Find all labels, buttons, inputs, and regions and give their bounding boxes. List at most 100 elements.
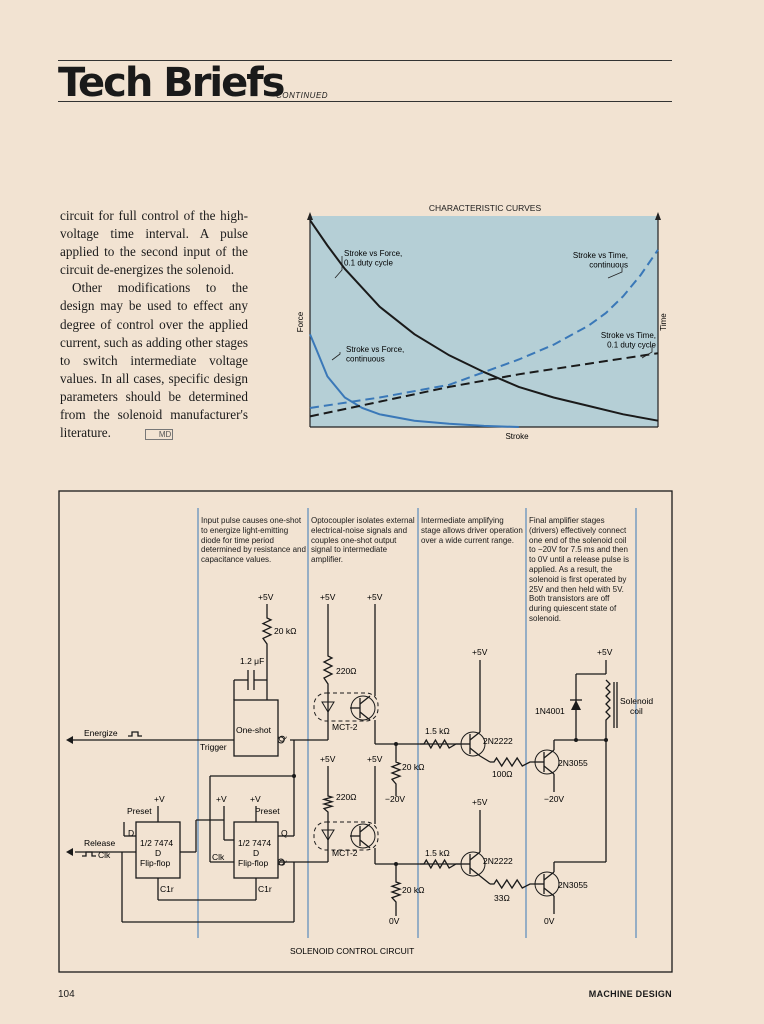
circuit-frame	[58, 490, 673, 973]
diode-1n4001	[571, 700, 581, 710]
oneshot-qbar-label: Q̅	[277, 735, 287, 742]
annotation-label-1: Stroke vs Force,	[344, 249, 402, 258]
resistor-20k-2	[390, 756, 402, 790]
note-intermediate-stage: Intermediate amplifying stage allows dri…	[421, 516, 523, 545]
annotation-label-3: Stroke vs Time,	[573, 251, 628, 260]
ff2-q-label: Q	[281, 828, 288, 838]
end-mark-logo: MD	[144, 429, 174, 441]
transistor-2n3055-bottom-envelope	[534, 871, 560, 897]
header-rule-top	[58, 60, 672, 61]
zero-v-label-2: 0V	[544, 916, 555, 926]
continued-label: CONTINUED	[276, 91, 329, 100]
y-axis-label: Force	[296, 311, 305, 332]
r100-label: 100Ω	[492, 769, 513, 779]
2n2222-label-1: 2N2222	[483, 736, 513, 746]
opto1-phototransistor-envelope	[350, 695, 376, 721]
r20k-label-2: 20 kΩ	[402, 762, 424, 772]
r220-label-2: 220Ω	[336, 792, 357, 802]
paragraph-2: Other modifications to the design may be…	[60, 280, 248, 441]
pulse-symbol	[128, 731, 142, 737]
opto2-phototransistor-envelope	[350, 823, 376, 849]
ff1-vcc-label: +V	[154, 794, 165, 804]
annotation-leader-4	[641, 346, 653, 359]
page-number: 104	[58, 989, 75, 1000]
r15k-label-1: 1.5 kΩ	[425, 726, 450, 736]
y-axis-arrowhead	[307, 212, 313, 220]
oneshot-inverter-bubble	[277, 736, 285, 744]
release-clk-label: Clk	[98, 850, 111, 860]
ff2-preset-label: Preset	[255, 806, 280, 816]
annotation-leader-2	[331, 352, 341, 361]
2n2222-label-2: 2N2222	[483, 856, 513, 866]
transistor-2n2222-top-envelope	[460, 731, 486, 757]
transistor-2n2222-bottom-envelope	[460, 851, 486, 877]
ff1-line1: 1/2 7474	[140, 838, 173, 848]
r220-label-1: 220Ω	[336, 666, 357, 676]
2n3055-label-1: 2N3055	[558, 758, 588, 768]
magazine-name: MACHINE DESIGN	[588, 989, 672, 999]
release-arrowhead	[66, 848, 73, 856]
ff2-line2: D	[253, 848, 259, 858]
section-title: Tech Briefs	[58, 60, 285, 106]
resistor-20k-3	[390, 876, 402, 908]
note-final-amplifier: Final amplifier stages (drivers) effecti…	[529, 516, 630, 623]
annotation-label-4: 0.1 duty cycle	[607, 341, 656, 350]
note-input-pulse: Input pulse causes one-shot to energize …	[201, 516, 306, 565]
optocoupler-2-outline	[313, 821, 379, 851]
r15k-label-2: 1.5 kΩ	[425, 848, 450, 858]
2n3055-label-2: 2N3055	[558, 880, 588, 890]
resistor-1-5k-1	[420, 738, 460, 750]
vcc-label-opto2-tr: +5V	[367, 754, 383, 764]
junction-dot	[574, 738, 578, 742]
energize-arrowhead	[66, 736, 73, 744]
annotation-label-1: 0.1 duty cycle	[344, 259, 393, 268]
chart-title: CHARACTERISTIC CURVES	[428, 203, 542, 213]
oneshot-box	[233, 699, 279, 757]
mct2-label-1: MCT-2	[332, 722, 358, 732]
annotation-label-4: Stroke vs Time,	[601, 331, 656, 340]
series-line-2	[309, 333, 519, 428]
note-optocoupler: Optocoupler isolates external electrical…	[311, 516, 415, 565]
coil-label-line2: coil	[630, 706, 643, 716]
series-line-3	[309, 249, 659, 409]
r20k-label-oneshot: 20 kΩ	[274, 626, 296, 636]
energize-label: Energize	[84, 728, 118, 738]
ff2-vcc-label: +V	[250, 794, 261, 804]
optocoupler-1-outline	[313, 692, 379, 722]
ff1-d-label: D	[128, 828, 134, 838]
trigger-label: Trigger	[200, 742, 227, 752]
vcc-label-oneshot: +5V	[258, 592, 274, 602]
paragraph-2-wrap: Other modifications to the design may be…	[60, 279, 248, 442]
ff2-line3: Flip-flop	[238, 858, 269, 868]
ff2-clr-label: C1r	[258, 884, 272, 894]
vcc-label-opto2-led: +5V	[320, 754, 336, 764]
paragraph-1: circuit for full control of the high-vol…	[60, 208, 248, 278]
article-body: circuit for full control of the high-vol…	[60, 207, 248, 442]
wire	[479, 875, 491, 885]
oneshot-label: One-shot	[236, 725, 272, 735]
mct2-label-2: MCT-2	[332, 848, 358, 858]
resistor-220-1	[322, 650, 334, 690]
annotation-leader-3	[607, 268, 623, 279]
zero-v-label-1: 0V	[389, 916, 400, 926]
annotation-label-2: continuous	[346, 355, 385, 364]
y2-axis-arrowhead	[655, 212, 661, 220]
resistor-33	[490, 878, 534, 890]
vcc-label-opto1-tr: +5V	[367, 592, 383, 602]
solenoid-coil-winding	[605, 679, 611, 730]
vcc-label-2n2222-bottom: +5V	[472, 797, 488, 807]
diode-label: 1N4001	[535, 706, 565, 716]
y2-axis-label: Time	[659, 313, 668, 331]
ff1-preset-label: Preset	[127, 806, 152, 816]
ff2-line1: 1/2 7474	[238, 838, 271, 848]
resistor-100	[490, 756, 534, 768]
vcc-label-coil: +5V	[597, 647, 613, 657]
resistor-220-2	[321, 790, 335, 818]
vcc-label-opto1-led: +5V	[320, 592, 336, 602]
plot-area	[310, 216, 658, 427]
ff1-line2: D	[155, 848, 161, 858]
r33-label: 33Ω	[494, 893, 510, 903]
minus20v-label-1: −20V	[385, 794, 405, 804]
